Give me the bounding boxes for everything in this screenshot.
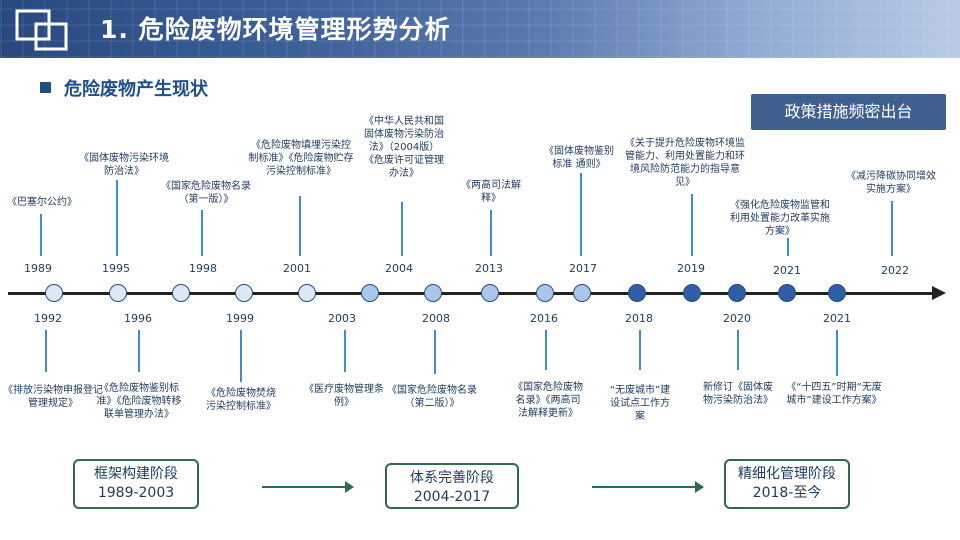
timeline-connector xyxy=(545,330,547,370)
timeline-connector xyxy=(344,330,346,372)
timeline-connector xyxy=(240,330,242,382)
stage-name: 框架构建阶段 xyxy=(94,466,178,482)
timeline-note-top: 《关于提升危险废物环境监管能力、利用处置能力和环境风险防范能力的指导意见》 xyxy=(625,138,745,188)
stage-name: 体系完善阶段 xyxy=(410,470,494,486)
stage-box: 体系完善阶段 2004-2017 xyxy=(385,463,519,509)
timeline-dot xyxy=(235,284,253,302)
stage-name: 精细化管理阶段 xyxy=(738,466,836,482)
stage-period: 2004-2017 xyxy=(413,489,491,505)
timeline-connector xyxy=(116,180,118,256)
timeline-year-bottom: 2016 xyxy=(530,312,558,325)
timeline-connector xyxy=(737,330,739,370)
timeline-note-bottom: 《医疗废物管理条例》 xyxy=(304,384,384,408)
timeline-axis xyxy=(8,292,936,295)
timeline-year-top: 2004 xyxy=(385,262,413,275)
timeline-note-bottom: 《国家危险废物名录》《两高司法解释更新》 xyxy=(513,382,583,419)
squares-logo-icon xyxy=(15,9,68,51)
timeline-note-bottom: 新修订《固体废物污染防治法》 xyxy=(703,382,773,406)
timeline-connector xyxy=(836,330,838,376)
timeline-dot xyxy=(728,284,746,302)
timeline-year-top: 1998 xyxy=(189,262,217,275)
square-bullet-icon xyxy=(40,82,51,93)
timeline-dot xyxy=(573,284,591,302)
timeline-year-top: 2017 xyxy=(569,262,597,275)
page-title: 1. 危险废物环境管理形势分析 xyxy=(100,15,451,44)
timeline-connector xyxy=(299,196,301,256)
timeline-note-top: 《两高司法解释》 xyxy=(461,180,521,204)
timeline-connector xyxy=(490,210,492,256)
section-subtitle: 危险废物产生现状 xyxy=(64,79,208,100)
timeline-year-bottom: 2008 xyxy=(422,312,450,325)
timeline-year-top: 2021 xyxy=(773,264,801,277)
timeline-note-top: 《危险废物填埋污染控制标准》《危险废物贮存污染控制标准》 xyxy=(248,140,354,177)
stage-period: 2018-至今 xyxy=(752,485,822,501)
timeline-note-top: 《巴塞尔公约》 xyxy=(7,197,77,208)
timeline-dot xyxy=(683,284,701,302)
timeline-note-top: 《强化危险废物监管和利用处置能力改革实施方案》 xyxy=(730,200,830,237)
timeline-note-bottom: 《危险废物焚烧污染控制标准》 xyxy=(206,388,276,412)
timeline-note-bottom: 《危险废物鉴别标准》《危险废物转移联单管理办法》 xyxy=(96,383,182,420)
timeline-connector xyxy=(639,330,641,370)
timeline-connector xyxy=(201,210,203,256)
header-pattern xyxy=(0,0,960,58)
stage-arrow xyxy=(262,481,354,493)
timeline-connector xyxy=(434,330,436,374)
timeline-note-top: 《固体废物鉴别标准 通则》 xyxy=(544,146,614,170)
policy-label-box: 政策措施频密出台 xyxy=(751,94,946,130)
timeline-connector xyxy=(138,330,140,372)
timeline-year-top: 2022 xyxy=(881,264,909,277)
timeline-dot xyxy=(778,284,796,302)
timeline-connector xyxy=(40,214,42,256)
timeline-year-top: 1995 xyxy=(102,262,130,275)
stage-arrow xyxy=(592,481,704,493)
timeline-year-bottom: 2021 xyxy=(823,312,851,325)
timeline-dot xyxy=(628,284,646,302)
stage-box: 精细化管理阶段 2018-至今 xyxy=(724,459,850,509)
timeline-note-top: 《国家危险废物名录（第一版）》 xyxy=(161,181,251,205)
timeline-dot xyxy=(424,284,442,302)
timeline-note-bottom: “无废城市”建设试点工作方案 xyxy=(609,385,671,422)
timeline-year-bottom: 1999 xyxy=(226,312,254,325)
timeline-note-bottom: 《排放污染物申报登记管理规定》 xyxy=(3,385,103,409)
timeline-dot xyxy=(481,284,499,302)
timeline-year-top: 2013 xyxy=(475,262,503,275)
timeline-year-bottom: 1996 xyxy=(124,312,152,325)
timeline-note-top: 《中华人民共和国固体废物污染防治法》（2004版）《危废许可证管理办法》 xyxy=(364,116,444,179)
timeline-dot xyxy=(361,284,379,302)
stage-box: 框架构建阶段 1989-2003 xyxy=(73,459,199,509)
timeline-connector xyxy=(45,330,47,372)
timeline-year-top: 2019 xyxy=(677,262,705,275)
timeline-dot xyxy=(828,284,846,302)
timeline-connector xyxy=(691,194,693,256)
timeline-year-bottom: 2020 xyxy=(723,312,751,325)
timeline-dot xyxy=(109,284,127,302)
timeline-dot xyxy=(536,284,554,302)
timeline-year-bottom: 2003 xyxy=(328,312,356,325)
timeline-note-bottom: 《“十四五”时期“无废城市”建设工作方案》 xyxy=(786,382,882,406)
timeline-connector xyxy=(787,238,789,256)
stage-period: 1989-2003 xyxy=(97,485,175,501)
timeline-year-top: 2001 xyxy=(283,262,311,275)
timeline-year-bottom: 1992 xyxy=(34,312,62,325)
slide-header: 1. 危险废物环境管理形势分析 xyxy=(0,0,960,58)
timeline-arrow-head xyxy=(932,286,946,300)
timeline-year-top: 1989 xyxy=(24,262,52,275)
timeline-dot xyxy=(45,284,63,302)
timeline-connector xyxy=(401,202,403,256)
timeline-dot xyxy=(172,284,190,302)
timeline-year-bottom: 2018 xyxy=(625,312,653,325)
timeline-connector xyxy=(580,173,582,256)
timeline-dot xyxy=(298,284,316,302)
timeline-note-top: 《减污降碳协同增效实施方案》 xyxy=(846,171,936,195)
timeline-connector xyxy=(891,201,893,256)
timeline-note-bottom: 《国家危险废物名录（第二版）》 xyxy=(387,385,477,409)
timeline-note-top: 《固体废物污染环境防治法》 xyxy=(79,153,169,177)
